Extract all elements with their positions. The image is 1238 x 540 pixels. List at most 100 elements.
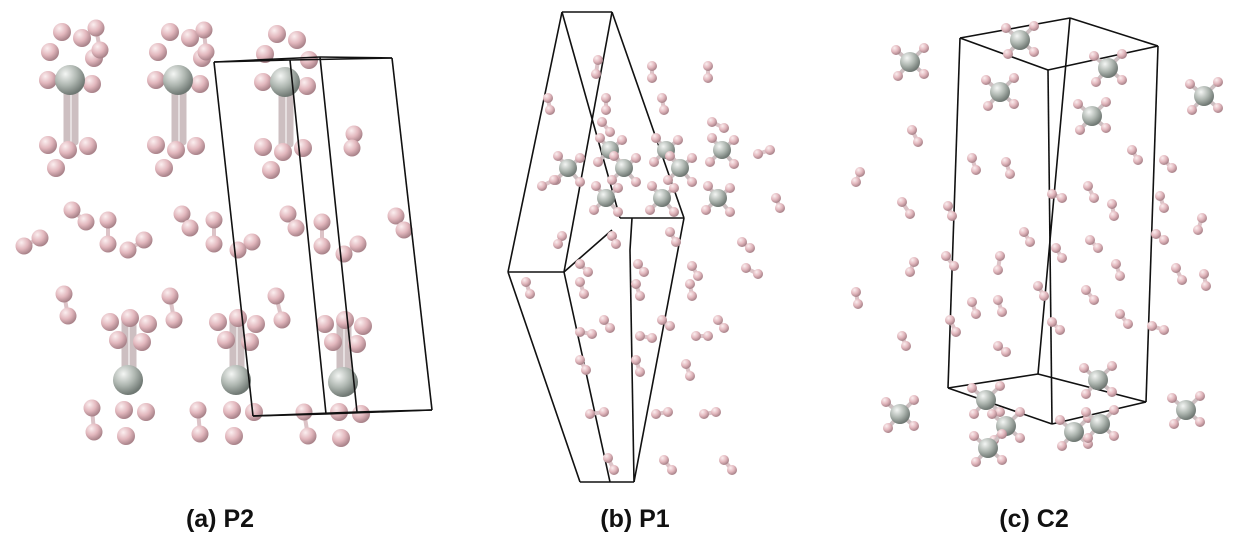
hydrogen-atom <box>941 251 951 261</box>
hydrogen-atom <box>313 213 331 231</box>
hydrogen-atom <box>607 231 617 241</box>
hydrogen-atom <box>254 138 272 156</box>
hydrogen-atom <box>603 453 613 463</box>
cell-edge <box>213 61 254 417</box>
hydrogen-atom <box>336 311 354 329</box>
hydrogen-atom <box>274 143 292 161</box>
hydrogen-atom <box>897 197 907 207</box>
hydrogen-atom <box>599 315 609 325</box>
hydrogen-atom <box>647 181 657 191</box>
hydrogen-atom <box>687 177 697 187</box>
hydrogen-atom <box>147 136 165 154</box>
cell-edge <box>563 229 613 273</box>
hydrogen-atom <box>1117 75 1127 85</box>
hydrogen-atom <box>343 139 361 157</box>
hydrogen-atom <box>673 135 683 145</box>
hydrogen-atom <box>855 167 865 177</box>
structure-b <box>507 11 785 483</box>
hydrogen-atom <box>727 465 737 475</box>
hydrogen-atom <box>687 153 697 163</box>
hydrogen-atom <box>287 219 305 237</box>
hydrogen-atom <box>1029 47 1039 57</box>
hydrogen-atom <box>1081 389 1091 399</box>
heavy-atom <box>713 141 731 159</box>
hydrogen-atom <box>669 207 679 217</box>
hydrogen-atom <box>987 409 997 419</box>
hydrogen-atom <box>1057 193 1067 203</box>
hydrogen-atom <box>633 259 643 269</box>
hydrogen-atom <box>1155 191 1165 201</box>
hydrogen-atom <box>1085 235 1095 245</box>
hydrogen-atom <box>993 341 1003 351</box>
hydrogen-atom <box>133 333 151 351</box>
hydrogen-atom <box>1151 229 1161 239</box>
hydrogen-atom <box>901 341 911 351</box>
heavy-atom <box>990 82 1010 102</box>
hydrogen-atom <box>121 309 139 327</box>
hydrogen-atom <box>995 251 1005 261</box>
hydrogen-atom <box>591 69 601 79</box>
heavy-atom <box>615 159 633 177</box>
hydrogen-atom <box>729 135 739 145</box>
hydrogen-atom <box>1091 77 1101 87</box>
hydrogen-atom <box>1115 271 1125 281</box>
hydrogen-atom <box>1089 193 1099 203</box>
hydrogen-atom <box>663 407 673 417</box>
hydrogen-atom <box>909 395 919 405</box>
hydrogen-atom <box>657 315 667 325</box>
hydrogen-atom <box>947 211 957 221</box>
hydrogen-atom <box>617 135 627 145</box>
panel-b: (b) P1 <box>440 0 830 540</box>
hydrogen-atom <box>155 159 173 177</box>
hydrogen-atom <box>665 227 675 237</box>
cell-edge <box>507 11 563 273</box>
hydrogen-atom <box>79 137 97 155</box>
hydrogen-atom <box>737 237 747 247</box>
hydrogen-atom <box>243 233 261 251</box>
hydrogen-atom <box>609 151 619 161</box>
hydrogen-atom <box>853 299 863 309</box>
hydrogen-atom <box>687 261 697 271</box>
hydrogen-atom <box>589 205 599 215</box>
hydrogen-atom <box>545 105 555 115</box>
hydrogen-atom <box>1109 431 1119 441</box>
hydrogen-atom <box>685 279 695 289</box>
hydrogen-atom <box>85 423 103 441</box>
hydrogen-atom <box>745 243 755 253</box>
hydrogen-atom <box>1167 393 1177 403</box>
hydrogen-atom <box>601 105 611 115</box>
hydrogen-atom <box>1005 169 1015 179</box>
hydrogen-atom <box>667 465 677 475</box>
hydrogen-atom <box>349 235 367 253</box>
hydrogen-atom <box>651 133 661 143</box>
hydrogen-atom <box>647 61 657 71</box>
heavy-atom <box>900 52 920 72</box>
hydrogen-atom <box>1101 97 1111 107</box>
hydrogen-atom <box>161 23 179 41</box>
hydrogen-atom <box>115 401 133 419</box>
hydrogen-atom <box>753 149 763 159</box>
hydrogen-atom <box>279 205 297 223</box>
hydrogen-atom <box>295 403 313 421</box>
hydrogen-atom <box>971 309 981 319</box>
cell-edge <box>959 17 1071 39</box>
hydrogen-atom <box>995 407 1005 417</box>
hydrogen-atom <box>729 159 739 169</box>
hydrogen-atom <box>647 73 657 83</box>
hydrogen-atom <box>651 409 661 419</box>
hydrogen-atom <box>101 313 119 331</box>
hydrogen-atom <box>579 289 589 299</box>
hydrogen-atom <box>685 371 695 381</box>
hydrogen-atom <box>117 427 135 445</box>
hydrogen-atom <box>1029 21 1039 31</box>
hydrogen-atom <box>335 245 353 263</box>
hydrogen-atom <box>1133 155 1143 165</box>
cell-edge <box>1069 17 1159 47</box>
hydrogen-atom <box>583 267 593 277</box>
hydrogen-atom <box>354 317 372 335</box>
hydrogen-atom <box>725 207 735 217</box>
heavy-atom <box>890 404 910 424</box>
heavy-atom <box>270 67 300 97</box>
cell-edge <box>629 249 635 483</box>
hydrogen-atom <box>15 237 33 255</box>
